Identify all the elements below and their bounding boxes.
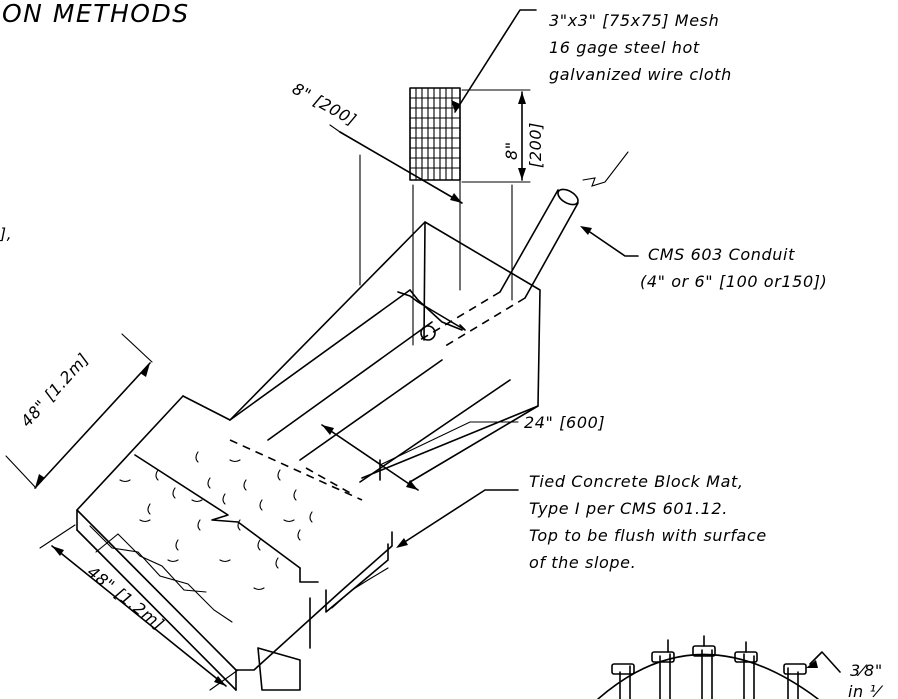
mesh-callout: 3"x3" [75x75] Mesh 16 gage steel hot gal… <box>451 9 732 113</box>
mesh-leader <box>454 9 537 113</box>
mat-label-line3: Top to be flush with surface <box>529 526 767 545</box>
mat-width-dimension: 48" [1.2m] <box>39 524 239 691</box>
mesh-width-label: 8" [200] <box>289 79 360 130</box>
mesh-label-line3: galvanized wire cloth <box>549 65 732 84</box>
bolt-label-b: in ¹⁄ <box>848 682 883 699</box>
wire-mesh-panel <box>409 87 461 181</box>
mesh-height-label-a: 8" <box>502 141 521 160</box>
depth-label: 24" [600] <box>524 413 605 432</box>
headwall-depth-dimension: 24" [600] <box>321 413 605 491</box>
mat-length-label: 48" [1.2m] <box>17 349 93 430</box>
mat-label-line2: Type I per CMS 601.12. <box>529 499 728 518</box>
bolt-detail-fragment: 3⁄8" in ¹⁄ <box>597 635 883 699</box>
mat-width-label: 48" [1.2m] <box>84 562 168 634</box>
bolt-label-a: 3⁄8" <box>850 661 883 680</box>
left-edge-text: ], <box>0 225 12 243</box>
section-title: ON METHODS <box>2 0 190 28</box>
mesh-label-line1: 3"x3" [75x75] Mesh <box>549 11 719 30</box>
mesh-leader-arrow <box>451 100 460 112</box>
cms-conduit-pipe <box>419 151 629 349</box>
mat-callout: Tied Concrete Block Mat, Type I per CMS … <box>396 472 767 572</box>
conduit-label-line2: (4" or 6" [100 or150]) <box>640 272 827 291</box>
headwall-structure <box>229 154 541 483</box>
mesh-height-dimension: 8" [200] <box>461 89 545 183</box>
tied-concrete-block-mat <box>76 395 393 691</box>
mesh-label-line2: 16 gage steel hot <box>549 38 700 57</box>
mesh-height-label-b: [200] <box>526 122 545 168</box>
conduit-label-line1: CMS 603 Conduit <box>648 245 795 264</box>
mat-label-line4: of the slope. <box>529 553 636 572</box>
mat-label-line1: Tied Concrete Block Mat, <box>529 472 744 491</box>
conduit-callout: CMS 603 Conduit (4" or 6" [100 or150]) <box>580 226 827 291</box>
mat-length-dimension: 48" [1.2m] <box>5 333 153 489</box>
